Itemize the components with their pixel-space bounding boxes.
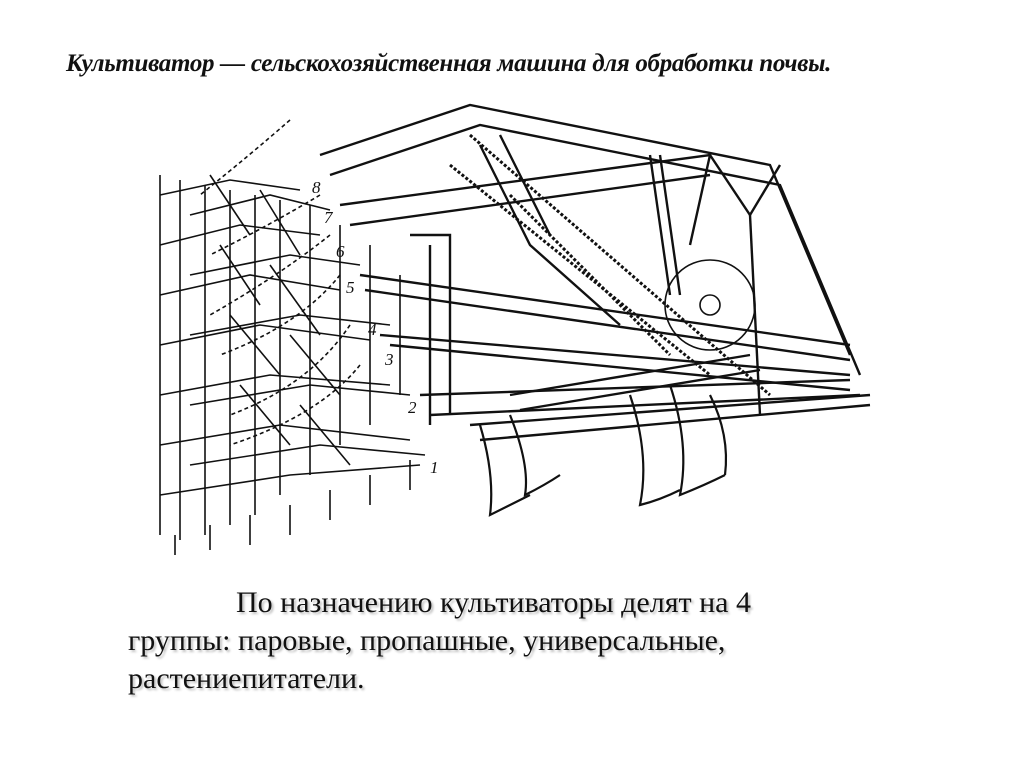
springs <box>449 133 771 397</box>
body-line-3: растениепитатели. <box>128 662 365 695</box>
slide-title: Культиватор — сельскохозяйственная машин… <box>66 50 832 77</box>
chains <box>199 119 361 446</box>
tines <box>478 259 756 517</box>
label-6: 6 <box>336 242 345 261</box>
frame <box>319 103 871 442</box>
label-5: 5 <box>346 278 355 297</box>
label-7: 7 <box>324 208 334 227</box>
part-labels: 1 2 3 4 5 6 7 8 <box>312 178 439 477</box>
label-3: 3 <box>384 350 394 369</box>
body-line-1: По назначению культиваторы делят на 4 <box>236 586 751 619</box>
harrow-grid <box>159 174 426 555</box>
label-1: 1 <box>430 458 439 477</box>
label-2: 2 <box>408 398 417 417</box>
body-paragraph: По назначению культиваторы делят на 4 гр… <box>128 584 848 698</box>
cultivator-diagram: 1 2 3 4 5 6 7 8 <box>150 95 880 555</box>
label-8: 8 <box>312 178 321 197</box>
label-4: 4 <box>368 320 377 339</box>
body-line-2: группы: паровые, пропашные, универсальны… <box>128 624 726 657</box>
